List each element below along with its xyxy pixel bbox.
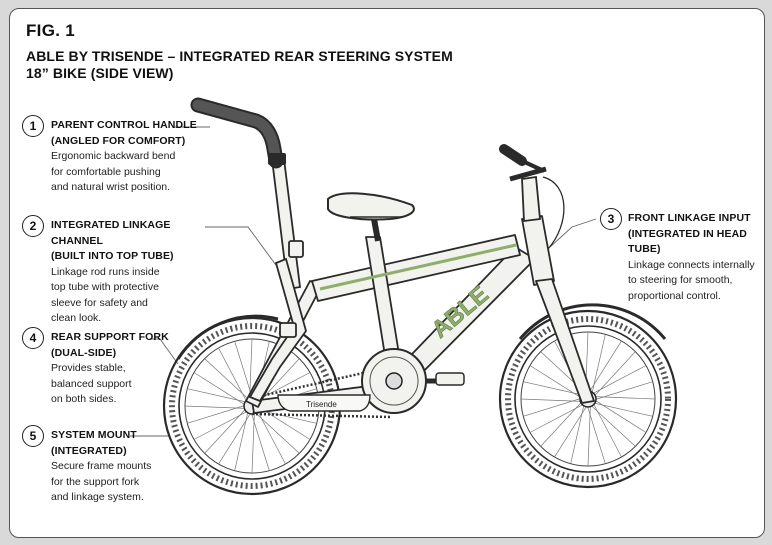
front-handlebar <box>499 144 547 223</box>
wheel-spoke <box>258 406 311 440</box>
leader-line-3 <box>549 218 597 248</box>
wheel-spoke <box>187 388 247 403</box>
wheel-spoke <box>593 403 622 458</box>
chainguard <box>277 394 371 412</box>
wheel-spoke <box>193 411 248 440</box>
wheel-spoke <box>523 381 583 396</box>
callout-number-4: 4 <box>22 327 44 349</box>
callout-desc: proportional control. <box>628 289 721 302</box>
head-tube <box>521 215 555 286</box>
callout-desc: Linkage connects internally <box>628 258 755 271</box>
figure-subtitle: 18” BIKE (SIDE VIEW) <box>26 64 174 81</box>
callout-title: PARENT CONTROL HANDLE <box>51 119 197 131</box>
callout-number-2: 2 <box>22 215 44 237</box>
callout-title: (BUILT INTO TOP TUBE) <box>51 250 174 262</box>
front-fender <box>518 303 667 340</box>
wheel-spoke <box>218 347 247 402</box>
leader-line-4 <box>150 338 179 365</box>
wheel-spoke <box>218 412 252 465</box>
callout-desc: sleeve for safety and <box>51 296 148 309</box>
callout-desc: balanced support <box>51 377 132 390</box>
wheel-spoke <box>591 334 606 394</box>
callout-desc: top tube with protective <box>51 281 159 293</box>
wheel-spoke <box>251 412 270 471</box>
callout-title: (DUAL-SIDE) <box>51 346 117 359</box>
wheel-spoke <box>204 408 246 454</box>
callout-number-1: 1 <box>22 115 44 137</box>
callout-desc: Linkage rod runs inside <box>51 265 160 278</box>
wheel-spoke <box>249 338 253 400</box>
callout-title: FRONT LINKAGE INPUT <box>628 212 751 224</box>
callout-title: (ANGLED FOR COMFORT) <box>51 134 186 147</box>
callout-desc: for the support fork <box>51 475 140 488</box>
wheel-spoke <box>554 405 588 458</box>
rear-fender <box>176 314 279 360</box>
wheel-spoke <box>257 410 286 465</box>
figure-title-block: FIG. 1 ABLE BY TRISENDE – INTEGRATED REA… <box>26 21 453 82</box>
wheel-spoke <box>257 409 317 424</box>
callout-number-3: 3 <box>600 208 622 230</box>
callout-desc: to steering for smooth, <box>628 274 733 286</box>
wheel-spoke <box>593 402 653 417</box>
wheel-spoke <box>540 401 582 447</box>
wheel-spoke <box>590 405 636 447</box>
wheel-spoke <box>187 405 246 424</box>
parent-control-handle <box>190 97 286 169</box>
bike-seat <box>327 192 415 242</box>
callout-desc: on both sides. <box>51 393 117 405</box>
wheel-spoke <box>254 412 300 454</box>
rear-support-fork <box>248 158 307 403</box>
wheel-spoke <box>594 381 653 400</box>
callout-desc: and natural wrist position. <box>51 181 171 193</box>
wheel-spoke <box>594 396 656 400</box>
linkage-channel <box>319 243 517 291</box>
figure-label: FIG. 1 <box>26 21 76 40</box>
wheel-spoke <box>529 365 582 399</box>
callout-desc: and linkage system. <box>51 491 144 503</box>
callout-number-5: 5 <box>22 425 44 447</box>
callout-desc: Provides stable, <box>51 362 126 374</box>
callout-desc: clean look. <box>51 312 102 324</box>
wheel-spoke <box>587 405 591 467</box>
figure-title: ABLE BY TRISENDE – INTEGRATED REAR STEER… <box>26 47 453 64</box>
callout-title: (INTEGRATED IN HEAD TUBE) <box>628 227 747 256</box>
callout-title: INTEGRATED LINKAGE CHANNEL <box>51 219 171 247</box>
wheel-spoke <box>592 365 647 394</box>
wheel-spoke <box>251 412 255 474</box>
wheel-spoke <box>184 405 246 409</box>
chainring <box>361 348 427 414</box>
wheel-spoke <box>588 340 622 393</box>
wheel-spoke <box>193 372 246 406</box>
front-fork <box>535 278 595 404</box>
chainguard-brand-text: Trisende <box>306 400 337 409</box>
wheel-spoke <box>523 398 582 417</box>
callout-desc: Ergonomic backward bend <box>51 150 176 162</box>
wheel-spoke <box>204 358 250 400</box>
callout-desc: for comfortable pushing <box>51 165 161 178</box>
wheel-spoke <box>234 411 249 471</box>
wheel-spoke <box>570 404 585 464</box>
bike-diagram: Trisende ABLE <box>130 97 678 496</box>
callout-title: (INTEGRATED) <box>51 444 127 457</box>
wheel-spoke <box>529 404 584 433</box>
linkage-rod-front <box>542 176 565 250</box>
callout-desc: Secure frame mounts <box>51 460 152 472</box>
wheel-spoke <box>520 398 582 402</box>
wheel-spoke <box>587 405 606 464</box>
figure-sheet: Trisende ABLE FIG. 1 ABLE BY TRISENDE – … <box>9 8 765 538</box>
wheel-spoke <box>594 351 636 397</box>
callout-title: REAR SUPPORT FORK <box>51 331 169 343</box>
callout-title: SYSTEM MOUNT <box>51 429 137 441</box>
wheel-spoke <box>234 341 253 400</box>
wheel-spoke <box>594 399 647 433</box>
